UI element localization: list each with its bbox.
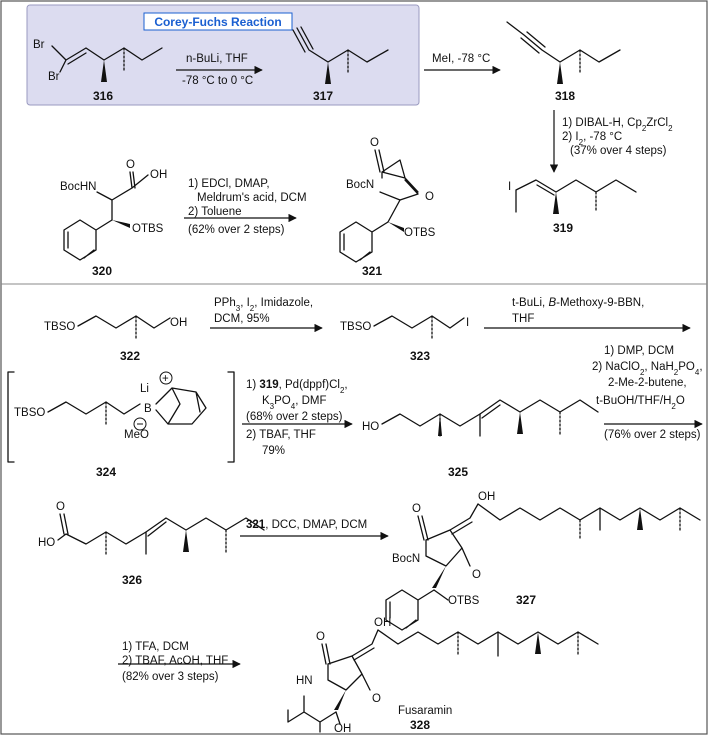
step8-line5: (76% over 2 steps) — [604, 429, 701, 441]
o-atom-327b: O — [472, 569, 481, 581]
label-326: 326 — [122, 573, 142, 587]
br-atom-1: Br — [33, 39, 45, 51]
step5-line2: DCM, 95% — [214, 313, 270, 325]
corey-fuchs-label: Corey-Fuchs Reaction — [154, 15, 281, 29]
oh-atom-328a: OH — [374, 617, 391, 629]
corey-fuchs-label-box — [143, 12, 293, 31]
corey-fuchs-box — [26, 4, 420, 106]
tbso-atom-324: TBSO — [14, 407, 45, 419]
step8-line1: 1) DMP, DCM — [604, 345, 674, 357]
label-321: 321 — [362, 264, 382, 278]
o-atom-321b: O — [425, 191, 434, 203]
label-327: 327 — [516, 593, 536, 607]
label-322: 322 — [120, 349, 140, 363]
compound-324: TBSO Li + B MeO 324 — [7, 371, 235, 479]
step4-line2: Meldrum's acid, DCM — [197, 192, 307, 204]
label-317: 317 — [313, 89, 333, 103]
step1-line1: n-BuLi, THF — [186, 53, 248, 65]
li-atom: Li — [140, 383, 149, 395]
otbs-atom-327: OTBS — [448, 595, 480, 607]
oh-atom-320: OH — [150, 169, 167, 181]
label-324: 324 — [96, 465, 116, 479]
compound-325: HO 325 — [362, 399, 599, 479]
step7-line3: (68% over 2 steps) — [246, 411, 343, 423]
compound-316: Br Br 316 — [33, 39, 163, 103]
step1-line2: -78 °C to 0 °C — [182, 75, 253, 87]
step7-line4: 2) TBAF, THF — [246, 429, 316, 441]
o-atom-328b: O — [372, 693, 381, 705]
o-atom-328a: O — [316, 631, 325, 643]
i-atom-319: I — [508, 181, 511, 193]
compound-319: I 319 — [508, 179, 637, 235]
step2-line1: MeI, -78 °C — [432, 53, 490, 65]
i-atom-323: I — [466, 317, 469, 329]
compound-321: O O BocN OTBS 321 — [339, 137, 436, 278]
meo-atom: MeO — [124, 429, 149, 441]
label-325: 325 — [448, 465, 468, 479]
label-328: 328 — [410, 718, 430, 732]
o-atom-326: O — [56, 501, 65, 513]
otbs-atom-321: OTBS — [404, 227, 436, 239]
label-320: 320 — [92, 264, 112, 278]
bochn-atom: BocHN — [60, 181, 96, 193]
compound-318: 318 — [506, 21, 621, 103]
step8-line3: 2-Me-2-butene, — [608, 377, 687, 389]
bocn-atom-321: BocN — [346, 179, 374, 191]
label-316: 316 — [93, 89, 113, 103]
li-charge: + — [162, 373, 169, 385]
step8-line4: t-BuOH/THF/H2O — [596, 395, 685, 411]
step4-line1: 1) EDCl, DMAP, — [188, 178, 270, 190]
compound-320: BocHN OH O OTBS 320 — [60, 159, 167, 278]
step8-line2: 2) NaClO2, NaH2PO4, — [592, 361, 703, 377]
otbs-atom-320: OTBS — [132, 223, 164, 235]
oh-atom-327: OH — [478, 491, 495, 503]
b-atom: B — [144, 403, 152, 415]
step4-line3: 2) Toluene — [188, 206, 242, 218]
br-atom-2: Br — [48, 71, 60, 83]
step7-line5: 79% — [262, 445, 285, 457]
compound-327: OH O O BocN OTBS 327 — [385, 491, 701, 631]
o-atom-320: O — [126, 159, 135, 171]
step6-line1: t-BuLi, B-Methoxy-9-BBN, — [512, 297, 644, 309]
bocn-atom-327: BocN — [392, 553, 420, 565]
step6-line2: THF — [512, 313, 534, 325]
step10-line1: 1) TFA, DCM — [122, 641, 189, 653]
compound-323: TBSO I 323 — [340, 315, 469, 363]
step10-line3: (82% over 3 steps) — [122, 671, 219, 683]
label-318: 318 — [555, 89, 575, 103]
step10-line2: 2) TBAF, AcOH, THF — [122, 655, 228, 667]
step3-line2: 2) I2, -78 °C — [562, 131, 622, 147]
oh-atom-322: OH — [170, 317, 187, 329]
fusaramin-name: Fusaramin — [398, 705, 452, 717]
step3-line1: 1) DIBAL-H, Cp2ZrCl2 — [562, 117, 673, 133]
oh-atom-328b: OH — [334, 723, 351, 735]
ho-atom-326: HO — [38, 537, 55, 549]
step9-line1: 321, DCC, DMAP, DCM — [246, 519, 367, 531]
compound-317: 317 — [292, 26, 389, 103]
label-323: 323 — [410, 349, 430, 363]
hn-atom: HN — [296, 675, 313, 687]
compound-326: O HO 326 — [38, 501, 265, 587]
step7-line2: K3PO4, DMF — [262, 395, 327, 411]
label-319: 319 — [553, 221, 573, 235]
step3-line3: (37% over 4 steps) — [570, 145, 667, 157]
o-atom-321a: O — [370, 137, 379, 149]
o-atom-327a: O — [412, 503, 421, 515]
tbso-atom-323: TBSO — [340, 321, 371, 333]
compound-328: OH O O HN OH Fusaramin 328 — [287, 617, 599, 735]
ho-atom-325: HO — [362, 421, 379, 433]
step5-line1: PPh3, I2, Imidazole, — [214, 297, 313, 313]
compound-322: TBSO OH 322 — [44, 315, 187, 363]
step4-line4: (62% over 2 steps) — [188, 224, 285, 236]
tbso-atom-322: TBSO — [44, 321, 75, 333]
step7-line1: 1) 319, Pd(dppf)Cl2, — [246, 379, 348, 395]
